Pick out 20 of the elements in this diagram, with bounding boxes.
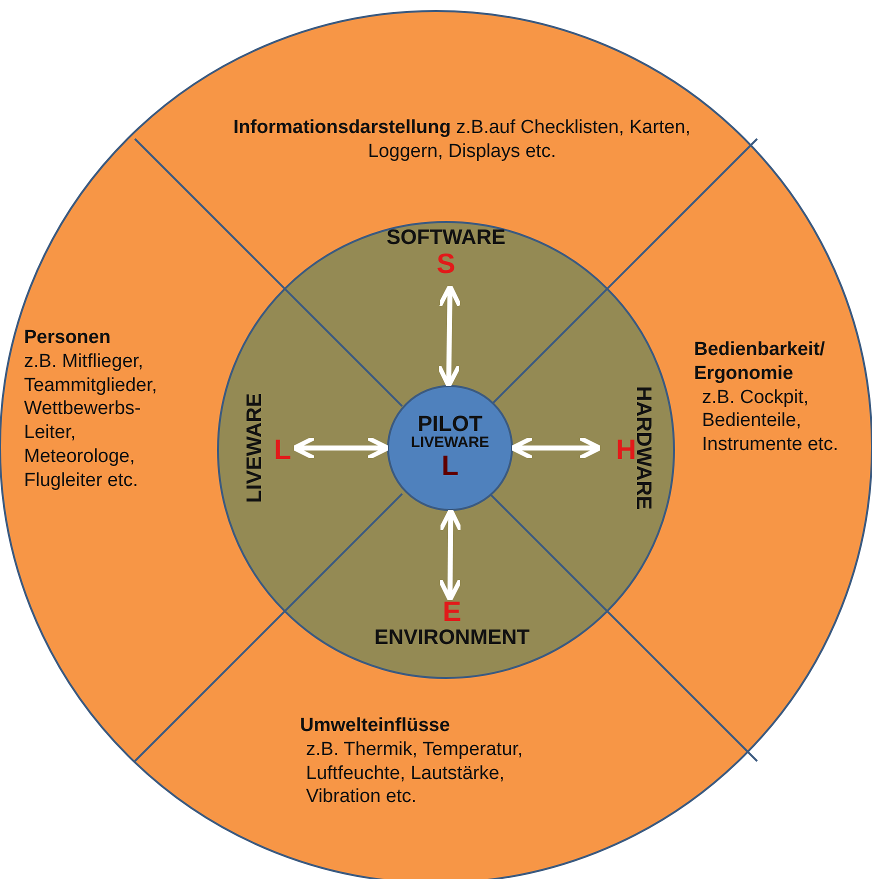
double-arrow bbox=[438, 508, 463, 602]
sector-heading: Umwelteinflüsse bbox=[300, 714, 451, 738]
double-arrow bbox=[436, 284, 462, 388]
double-arrow bbox=[292, 436, 390, 460]
letter-label: H bbox=[616, 436, 636, 464]
pilot-label: LIVEWARE bbox=[410, 435, 490, 451]
letter-label: E bbox=[442, 598, 462, 626]
category-label: ENVIRONMENT bbox=[373, 626, 531, 650]
sector-text: z.B. Cockpit, Bedienteile, Instrumente etc. bbox=[702, 386, 840, 457]
category-label: SOFTWARE bbox=[386, 226, 506, 250]
sector-text: z.B. Thermik, Temperatur, Luftfeuchte, Lautstärke, Vibration etc. bbox=[306, 738, 524, 809]
sector-text: z.B. Mitflieger, Teammitglieder, Wettbewerbs-Leiter, Meteorologe, Flugleiter etc. bbox=[24, 350, 158, 492]
letter-label: L bbox=[440, 450, 460, 480]
letter-label: S bbox=[436, 250, 456, 278]
sector-text: Informationsdarstellung z.B.auf Checklisten, Karten, Loggern, Displays etc. bbox=[232, 116, 692, 164]
pilot-label: PILOT bbox=[416, 412, 484, 436]
double-arrow bbox=[510, 436, 602, 460]
sector-heading: Personen bbox=[24, 326, 112, 350]
letter-label: L bbox=[274, 436, 292, 464]
category-label: LIVEWARE bbox=[243, 392, 267, 505]
